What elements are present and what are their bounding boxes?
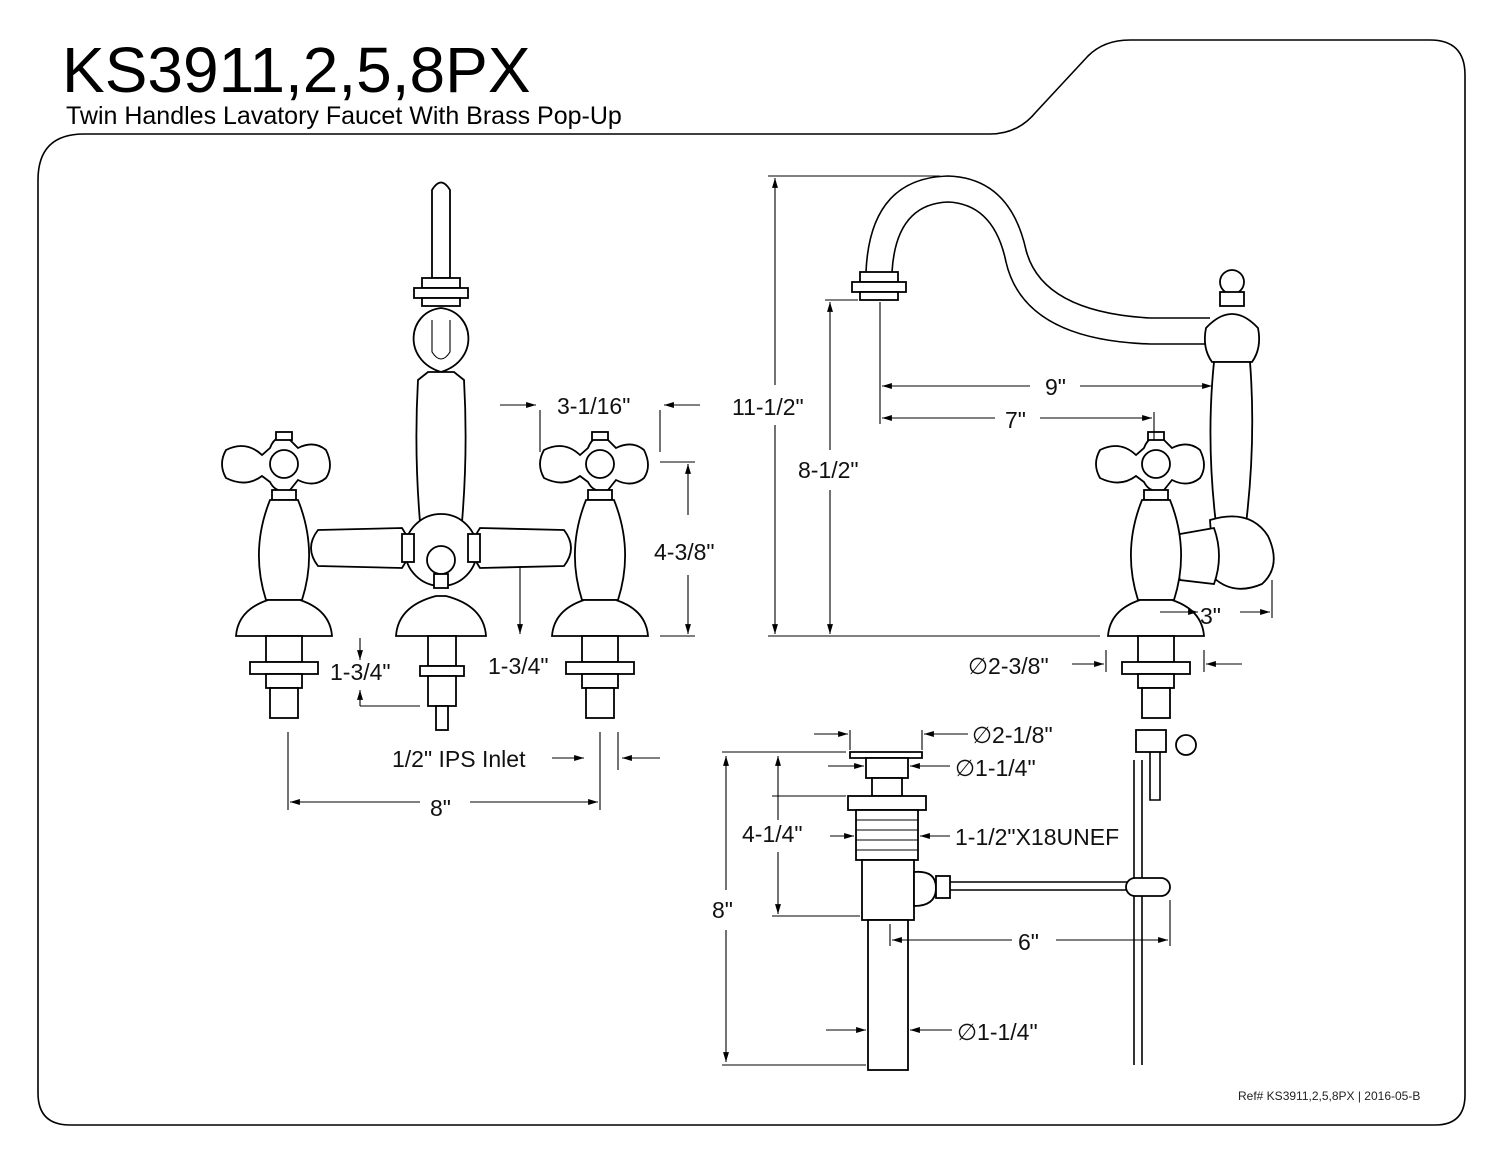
dim-shank-center: 1-3/4" — [488, 653, 549, 679]
dim-body-diameter: ∅1-1/4" — [955, 755, 1036, 781]
dim-rod-length: 6" — [1018, 929, 1039, 955]
dim-spout-reach: 9" — [1045, 374, 1066, 400]
bridge-arm-right — [472, 527, 572, 569]
dim-overall-height: 11-1/2" — [732, 394, 804, 420]
dim-overall-length: 8" — [712, 897, 733, 923]
right-handle — [539, 431, 649, 719]
left-handle — [221, 431, 333, 719]
dim-handle-spacing: 3-1/16" — [557, 393, 630, 419]
spout-ring — [421, 277, 461, 289]
drawing-frame — [37, 39, 1466, 1126]
header: KS3911,2,5,8PX Twin Handles Lavatory Fau… — [62, 34, 622, 130]
dim-shank-left: 1-3/4" — [330, 659, 391, 685]
dim-handle-height: 4-3/8" — [654, 539, 715, 565]
spout-bulb — [412, 307, 470, 373]
dim-spout-height: 8-1/2" — [798, 457, 859, 483]
dim-thread-length: 4-1/4" — [742, 821, 803, 847]
model-title: KS3911,2,5,8PX — [62, 34, 531, 106]
dim-handle-reach: 7" — [1005, 407, 1026, 433]
dim-inlet: 1/2" IPS Inlet — [392, 746, 526, 772]
front-view: 3-1/16" 4-3/8" 1-3/4" 1-3/4" 1/2" IPS In… — [221, 181, 715, 821]
product-subtitle: Twin Handles Lavatory Faucet With Brass … — [66, 102, 622, 130]
side-view: 11-1/2" 8-1/2" 9" 7" 3" ∅2-3/8" — [732, 175, 1275, 719]
dim-tail-diameter: ∅1-1/4" — [957, 1019, 1038, 1045]
faucet-column — [415, 371, 467, 523]
dim-base-diameter: ∅2-3/8" — [968, 653, 1049, 679]
popup-drain-view: ∅2-1/8" ∅1-1/4" 4-1/4" 1-1/2"X18UNEF 8" … — [712, 722, 1197, 1071]
reference-code: Ref# KS3911,2,5,8PX | 2016-05-B — [1238, 1089, 1420, 1103]
spout-tube — [431, 181, 451, 279]
dim-center-spread: 8" — [430, 795, 451, 821]
dim-flange-diameter: ∅2-1/8" — [972, 722, 1053, 748]
dim-base-offset: 3" — [1200, 603, 1221, 629]
center-base — [395, 595, 487, 637]
dim-thread-spec: 1-1/2"X18UNEF — [955, 824, 1119, 850]
bridge-arm-left — [310, 527, 410, 569]
